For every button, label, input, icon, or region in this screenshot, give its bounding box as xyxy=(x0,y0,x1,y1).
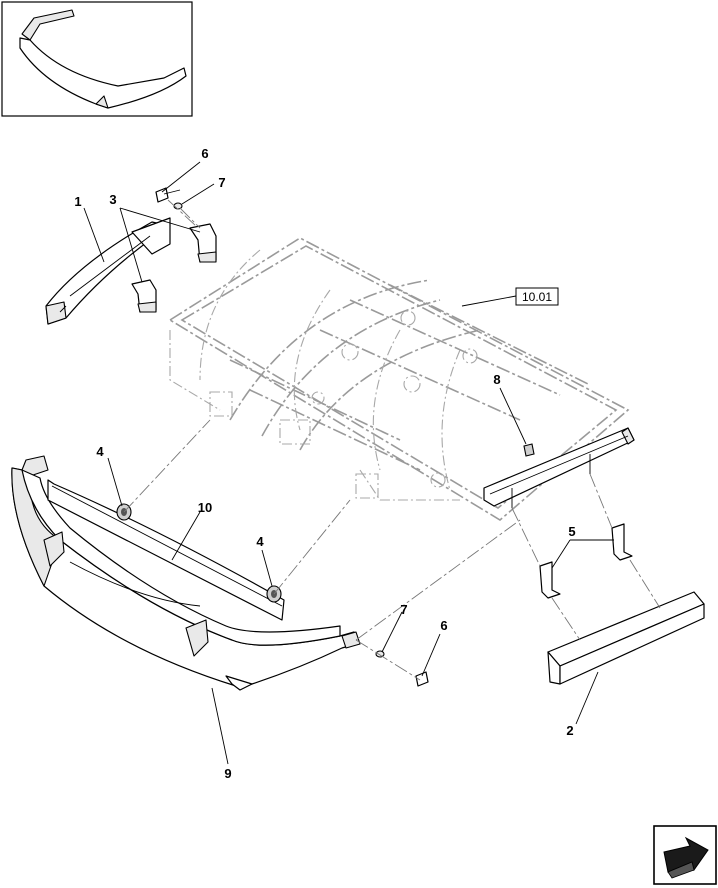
part-10-trim-strip xyxy=(47,479,285,621)
hardware-lower xyxy=(355,519,521,687)
callout-4-left: 4 xyxy=(96,444,104,459)
reference-label: 10.01 xyxy=(522,290,552,304)
part-9-front-bumper xyxy=(11,455,361,691)
callout-2: 2 xyxy=(566,723,573,738)
callout-5: 5 xyxy=(568,524,575,539)
chassis-frame-ghost xyxy=(168,237,630,521)
callout-7-lower: 7 xyxy=(400,602,407,617)
reference-box-10-01[interactable]: 10.01 xyxy=(461,287,559,307)
part-5-brackets xyxy=(511,473,633,599)
callout-1: 1 xyxy=(74,194,81,209)
part-2-right-fascia xyxy=(547,559,705,685)
next-page-arrow-icon[interactable] xyxy=(653,825,717,885)
callout-3: 3 xyxy=(109,192,116,207)
hardware-upper xyxy=(155,187,201,229)
part-3-brackets xyxy=(131,223,217,313)
callout-7-upper: 7 xyxy=(218,175,225,190)
callout-labels: 1 2 3 4 4 5 6 6 7 7 8 9 10 xyxy=(74,146,575,781)
callout-4-right: 4 xyxy=(256,534,264,549)
callout-9: 9 xyxy=(224,766,231,781)
callout-6-lower: 6 xyxy=(440,618,447,633)
part-1-left-fascia xyxy=(45,217,171,325)
callout-8: 8 xyxy=(493,372,500,387)
callout-6-upper: 6 xyxy=(201,146,208,161)
callout-10: 10 xyxy=(198,500,212,515)
overview-thumbnail xyxy=(1,1,193,117)
part-8-right-strip xyxy=(483,427,635,508)
part-4-grommets xyxy=(116,419,351,603)
callout-leaders xyxy=(83,161,614,765)
